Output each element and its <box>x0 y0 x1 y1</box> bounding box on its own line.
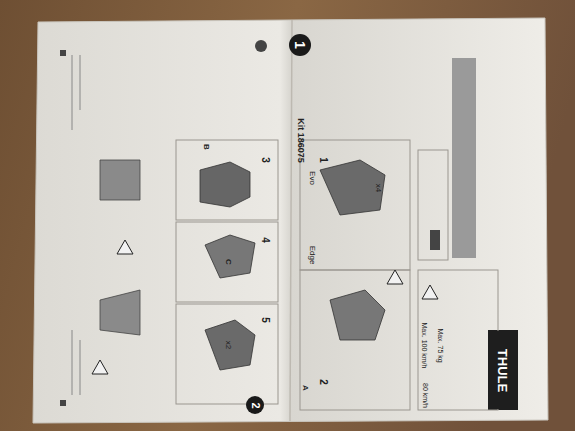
step-circle: 1 <box>289 34 311 56</box>
speed-limit: Max. 100 km/h <box>421 322 428 368</box>
quantity: x4 <box>374 184 382 192</box>
callout-letter: B <box>202 144 210 150</box>
callout-letter: A <box>301 385 309 391</box>
step-circle: 2 <box>246 396 264 414</box>
load-limit: Max. 75 kg <box>437 328 444 362</box>
step-number: 4 <box>260 237 270 243</box>
node-text: THULE <box>497 348 510 391</box>
speed-limit: 80 km/h <box>422 383 429 408</box>
quantity: x2 <box>224 341 232 349</box>
node-text: 1 <box>293 41 307 49</box>
node-text: 2 <box>250 402 261 408</box>
step-number: 3 <box>260 157 270 163</box>
callout-letter: C <box>224 259 232 265</box>
step-number: 2 <box>318 379 328 385</box>
step-number: 1 <box>318 157 328 163</box>
variant-name: Edge <box>308 246 316 265</box>
brand-logo: THULE <box>489 331 517 409</box>
kit-number: Kit 186075 <box>296 118 305 163</box>
variant-name: Evo <box>308 171 316 185</box>
step-number: 5 <box>260 317 270 323</box>
